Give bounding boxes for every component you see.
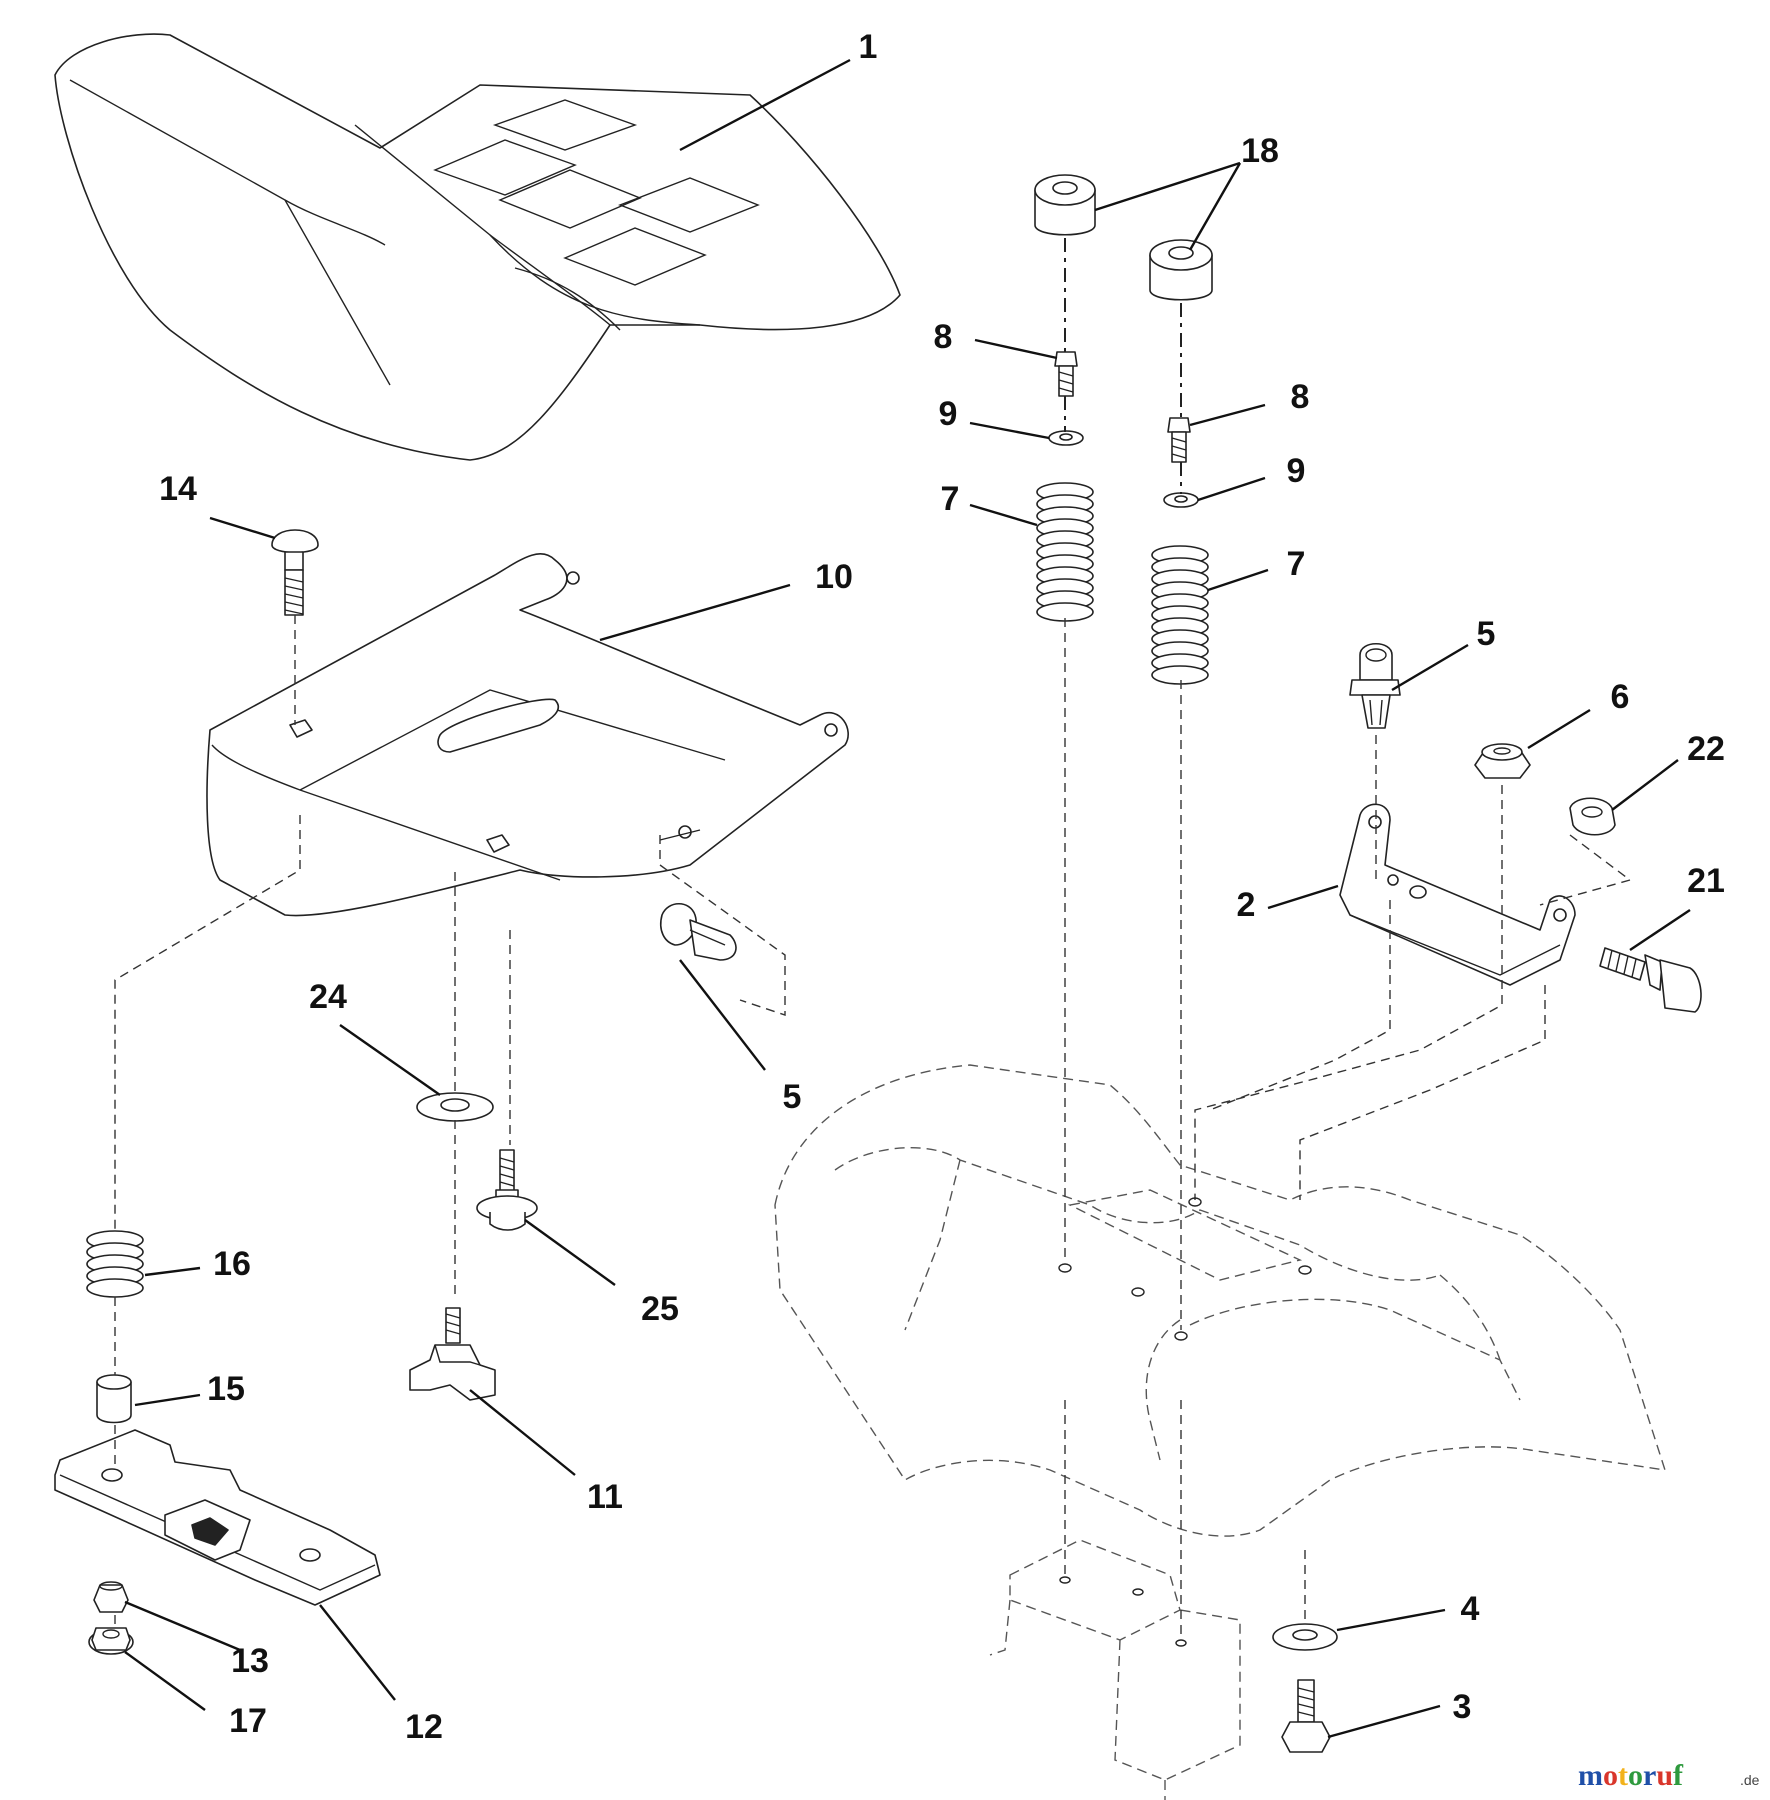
flat-washer-part-4: [1272, 1623, 1338, 1651]
callout-labels: 1 18 8 8 9 9 7 7 5 6 22 2 21 14 10 5 24 …: [159, 28, 1725, 1746]
callout-8-left: 8: [934, 318, 953, 356]
spring-part-7-right: [1151, 545, 1209, 685]
nut-part-13: [93, 1581, 129, 1613]
clip-part-5-left: [659, 902, 737, 961]
knob-part-11: [409, 1307, 496, 1401]
callout-4: 4: [1461, 1590, 1480, 1628]
tractor-fender-ghost: [774, 1064, 1667, 1537]
seat-pan-part-10: [206, 553, 849, 917]
callout-9-right: 9: [1287, 452, 1306, 490]
callout-7-right: 7: [1287, 545, 1306, 583]
callout-3: 3: [1453, 1688, 1472, 1726]
callout-1: 1: [859, 28, 878, 66]
svg-text:motoruf: motoruf: [1578, 1759, 1684, 1792]
spring-part-16: [86, 1230, 144, 1298]
callout-10: 10: [815, 558, 853, 596]
callout-15: 15: [207, 1370, 245, 1408]
spring-part-7-left: [1036, 482, 1094, 622]
nut-part-22: [1569, 797, 1616, 836]
bumper-part-18-right: [1149, 239, 1213, 301]
washer-part-24: [416, 1092, 494, 1122]
watermark-logo: motoruf .de: [1578, 1759, 1760, 1792]
watermark-suffix: .de: [1740, 1772, 1760, 1788]
screw-part-8-right: [1167, 417, 1191, 463]
carriage-bolt-part-14: [271, 529, 319, 616]
callout-16: 16: [213, 1245, 251, 1283]
callout-5-left: 5: [783, 1078, 802, 1116]
callout-5-right: 5: [1477, 615, 1496, 653]
screw-part-8-left: [1054, 351, 1078, 397]
mounting-plate-part-12: [54, 1429, 381, 1606]
flange-nut-part-17: [88, 1627, 134, 1655]
callout-17: 17: [229, 1702, 267, 1740]
frame-bracket-ghost: [989, 1539, 1241, 1800]
callout-22: 22: [1687, 730, 1725, 768]
washer-part-9-right: [1163, 492, 1199, 508]
callout-25: 25: [641, 1290, 679, 1328]
leader-lines: [124, 58, 1691, 1739]
callout-21: 21: [1687, 862, 1725, 900]
callout-12: 12: [405, 1708, 443, 1746]
bolt-part-3: [1281, 1679, 1331, 1753]
spacer-part-15: [96, 1374, 132, 1424]
assembly-lines: [114, 238, 1632, 1647]
callout-9-left: 9: [939, 395, 958, 433]
callout-7-left: 7: [941, 480, 960, 518]
bolt-part-21: [1599, 947, 1702, 1013]
clip-part-5-right: [1349, 642, 1401, 729]
washer-part-9-left: [1048, 430, 1084, 446]
bracket-part-2: [1339, 803, 1576, 986]
callout-13: 13: [231, 1642, 269, 1680]
callout-24: 24: [309, 978, 347, 1016]
callout-6: 6: [1611, 678, 1630, 716]
callout-8-right: 8: [1291, 378, 1310, 416]
lock-nut-part-6: [1474, 743, 1531, 779]
seat-part-1: [54, 33, 901, 461]
bumper-part-18-left: [1034, 174, 1096, 236]
callout-2: 2: [1237, 886, 1256, 924]
callout-14: 14: [159, 470, 197, 508]
shoulder-bolt-part-25: [476, 1149, 538, 1231]
callout-18: 18: [1241, 132, 1279, 170]
callout-11: 11: [587, 1478, 623, 1516]
